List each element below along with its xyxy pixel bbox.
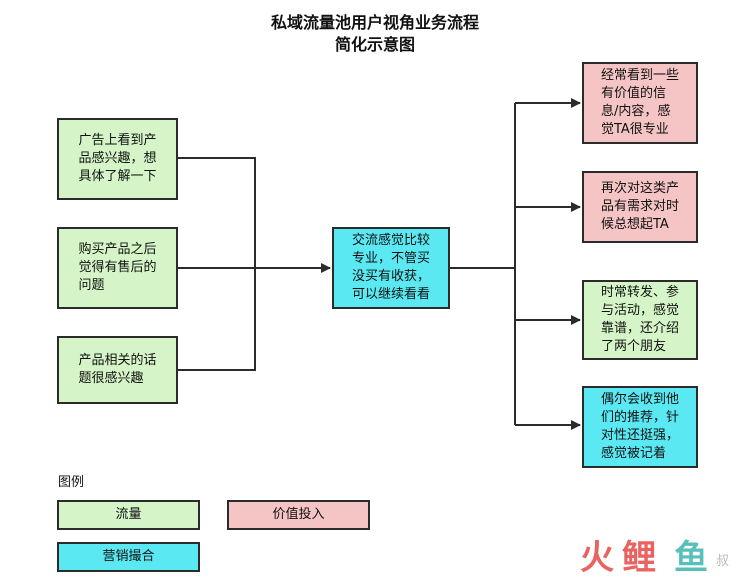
outcome-box-recall-need: 再次对这类产 品有需求对时 候总想起TA — [582, 171, 698, 243]
source-box-ad-interest: 广告上看到产 品感兴趣，想 具体了解一下 — [57, 118, 178, 200]
svg-text:叔: 叔 — [716, 554, 729, 569]
center-box-exchange: 交流感觉比较 专业，不管买 没买有收获， 可以继续看看 — [332, 227, 450, 309]
connector-source-3 — [178, 268, 256, 371]
watermark-logo: 火 鲤 鱼 叔 — [578, 533, 746, 578]
legend-title: 图例 — [58, 475, 85, 490]
svg-text:鲤: 鲤 — [622, 538, 656, 577]
source-box-topic-interest: 产品相关的话 题很感兴趣 — [57, 336, 178, 404]
connector-source-1 — [178, 157, 256, 268]
svg-text:火: 火 — [580, 538, 614, 577]
diagram-subtitle: 简化示意图 — [334, 35, 415, 54]
outcome-box-share-activity: 时常转发、参 与活动，感觉 靠谱，还介绍 了两个朋友 — [582, 280, 698, 360]
source-box-after-sale: 购买产品之后 觉得有售后的 问题 — [57, 227, 178, 309]
diagram-title: 私域流量池用户视角业务流程 — [270, 13, 479, 32]
legend-item-traffic: 流量 — [57, 500, 200, 530]
watermark-graphic: 火 鲤 鱼 叔 — [580, 538, 729, 578]
svg-text:鱼: 鱼 — [674, 538, 708, 577]
legend-item-marketing-match: 营销撮合 — [57, 542, 200, 572]
outcome-box-valuable-content: 经常看到一些 有价值的信 息/内容，感 觉TA很专业 — [582, 62, 698, 144]
legend-item-value-investment: 价值投入 — [227, 500, 370, 530]
outcome-box-recommendation: 偶尔会收到他 们的推荐，针 对性还挺强， 感觉被记着 — [582, 386, 698, 468]
